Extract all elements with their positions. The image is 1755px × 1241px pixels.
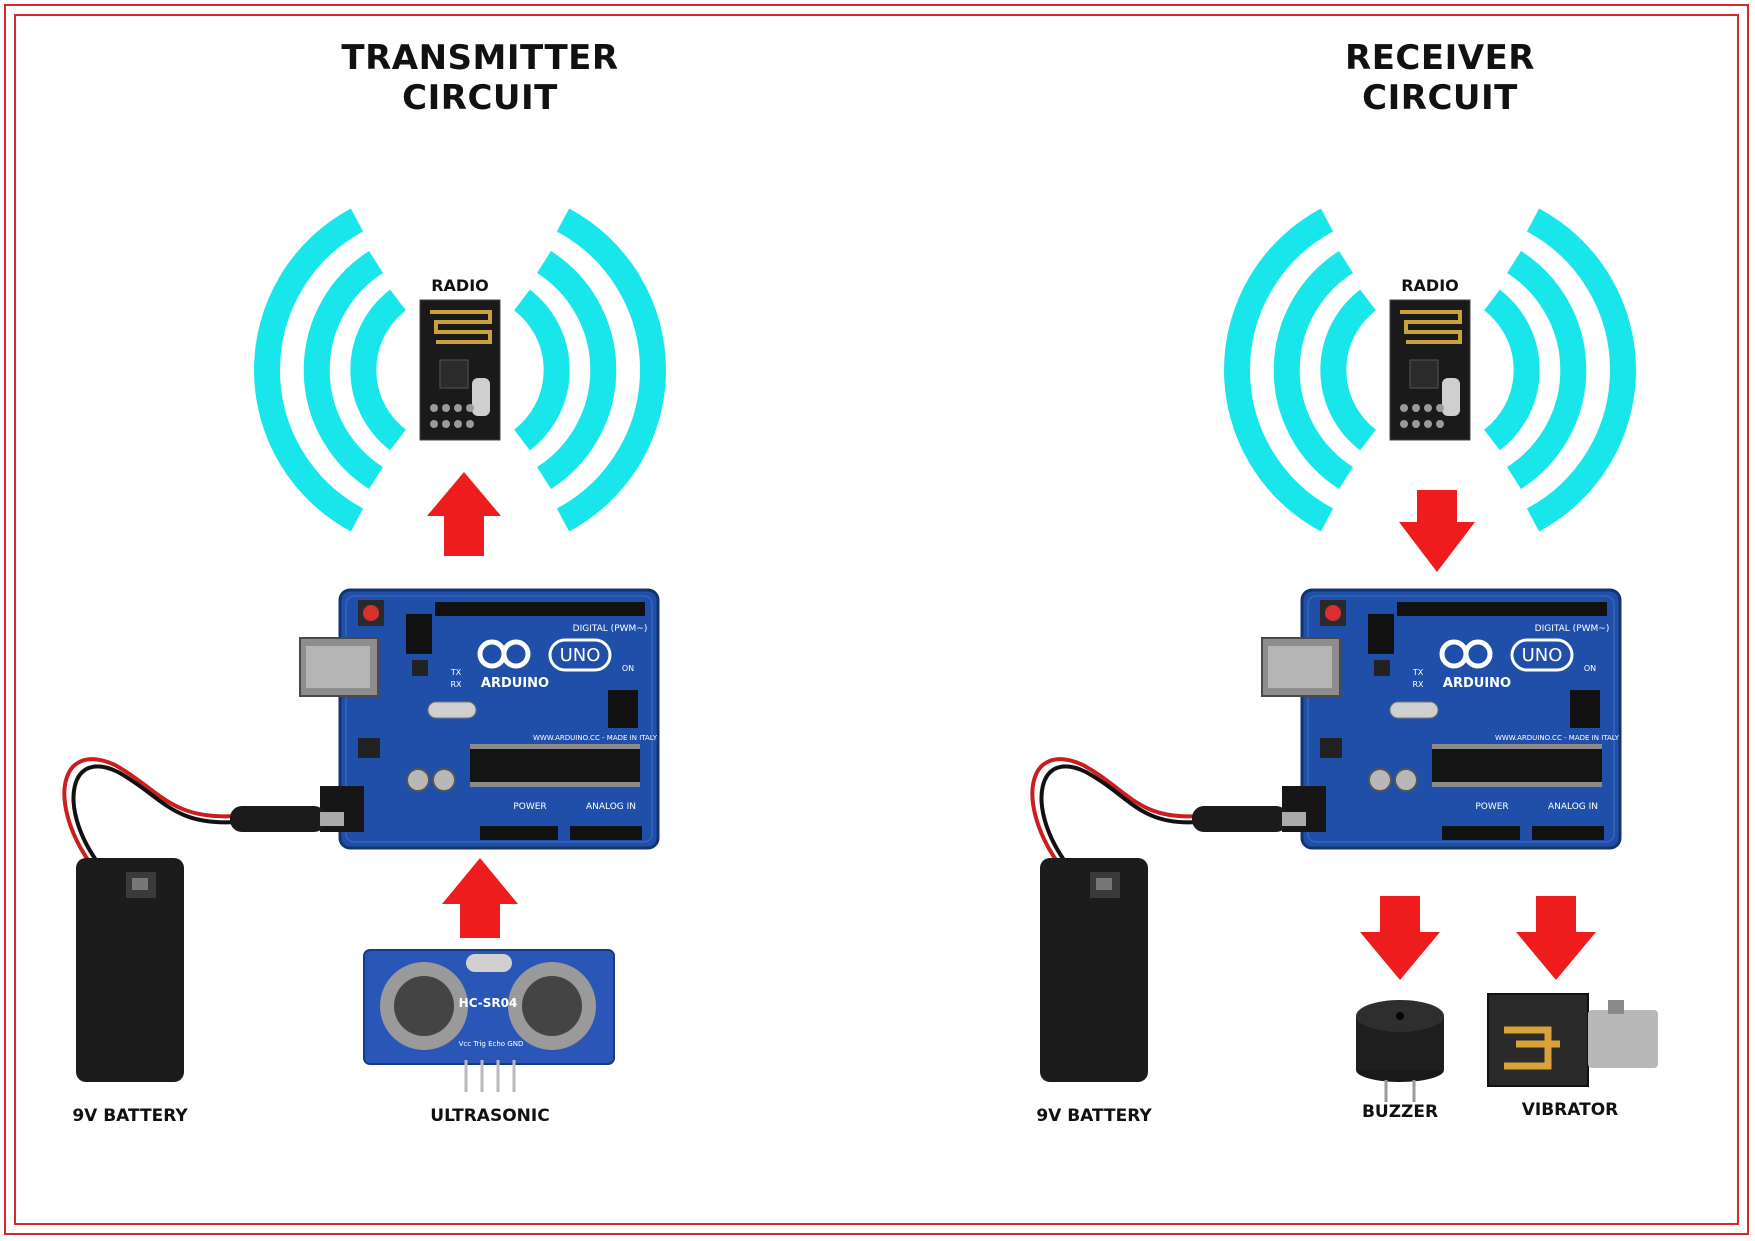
buzzer: [1356, 1000, 1444, 1102]
receiver-radio-module: [1388, 298, 1472, 442]
ultrasonic-label: ULTRASONIC: [430, 1106, 550, 1126]
receiver-board-made-in: WWW.ARDUINO.CC - MADE IN ITALY: [1494, 734, 1620, 742]
transmitter-board-on: ON: [621, 664, 635, 673]
receiver-board-analog: ANALOG IN: [1547, 802, 1599, 812]
transmitter-board-brand: ARDUINO: [480, 676, 550, 691]
transmitter-board-tx: TX: [450, 668, 462, 677]
receiver-title-line1: RECEIVER: [1345, 38, 1535, 78]
transmitter-radio-module: [418, 298, 502, 442]
receiver-board-digital: DIGITAL (PWM~): [1534, 624, 1610, 634]
receiver-battery-label: 9V BATTERY: [1036, 1106, 1152, 1126]
transmitter-arrow-to-radio-icon: [427, 472, 501, 556]
receiver-board-on: ON: [1583, 664, 1597, 673]
receiver-title-line2: CIRCUIT: [1362, 78, 1518, 118]
transmitter-radio-label: RADIO: [431, 276, 489, 295]
transmitter-battery: [76, 858, 184, 1082]
transmitter-board-analog: ANALOG IN: [585, 802, 637, 812]
receiver-dc-plug: [1192, 806, 1288, 832]
receiver-board-power: POWER: [1475, 802, 1509, 812]
receiver-battery: [1040, 858, 1148, 1082]
receiver-title: RECEIVER CIRCUIT: [1260, 38, 1620, 118]
receiver-radio-label: RADIO: [1401, 276, 1459, 295]
transmitter-board-model: UNO: [559, 645, 601, 666]
receiver-battery-cable: [1030, 757, 1199, 862]
receiver-board-brand: ARDUINO: [1442, 676, 1512, 691]
transmitter-title: TRANSMITTER CIRCUIT: [300, 38, 660, 118]
vibrator-motor: [1487, 993, 1658, 1087]
transmitter-radio-wave-icon: [254, 208, 666, 532]
vibrator-label: VIBRATOR: [1521, 1100, 1619, 1120]
transmitter-title-line1: TRANSMITTER: [341, 38, 619, 78]
buzzer-label: BUZZER: [1361, 1102, 1439, 1122]
receiver-board-model: UNO: [1521, 645, 1563, 666]
receiver-board-rx: RX: [1412, 680, 1424, 689]
transmitter-battery-cable: [62, 757, 237, 862]
receiver-arrow-to-vibrator-icon: [1516, 896, 1596, 980]
transmitter-board-rx: RX: [450, 680, 462, 689]
receiver-arrow-from-radio-icon: [1399, 490, 1475, 572]
transmitter-arrow-from-sensor-icon: [442, 858, 518, 938]
transmitter-board-power: POWER: [513, 802, 547, 812]
transmitter-battery-label: 9V BATTERY: [72, 1106, 188, 1126]
ultrasonic-pins-text: Vcc Trig Echo GND: [458, 1040, 524, 1048]
inner-frame: [14, 14, 1739, 1225]
receiver-radio-wave-icon: [1224, 208, 1636, 532]
receiver-arrow-to-buzzer-icon: [1360, 896, 1440, 980]
outer-frame: [4, 4, 1749, 1235]
ultrasonic-model-text: HC-SR04: [458, 996, 518, 1010]
transmitter-board-made-in: WWW.ARDUINO.CC - MADE IN ITALY: [532, 734, 658, 742]
transmitter-dc-plug: [230, 806, 326, 832]
transmitter-title-line2: CIRCUIT: [402, 78, 558, 118]
transmitter-board-digital: DIGITAL (PWM~): [572, 624, 648, 634]
ultrasonic-sensor: [363, 949, 615, 1092]
receiver-board-tx: TX: [1412, 668, 1424, 677]
